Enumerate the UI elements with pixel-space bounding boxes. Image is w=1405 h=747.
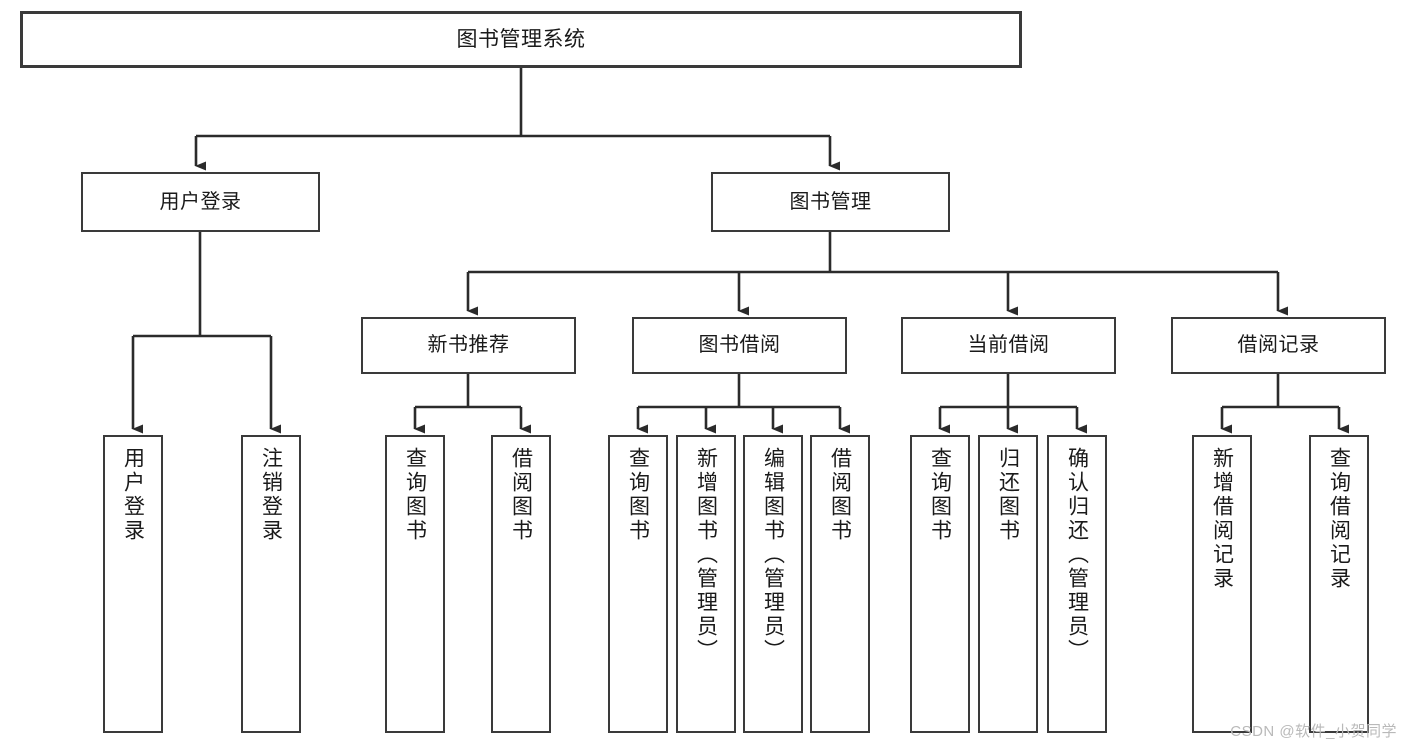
node-leaf-edit-book[interactable]: 编辑图书（管理员） <box>743 435 803 733</box>
node-current-borrow[interactable]: 当前借阅 <box>901 317 1116 374</box>
node-leaf-add-record-label: 新增借阅记录 <box>1210 447 1234 591</box>
node-leaf-user-login-label: 用户登录 <box>121 447 145 543</box>
node-leaf-query-book-1[interactable]: 查询图书 <box>385 435 445 733</box>
node-user-login-label: 用户登录 <box>159 190 242 213</box>
node-leaf-return-book-label: 归还图书 <box>996 447 1020 543</box>
node-borrow-record[interactable]: 借阅记录 <box>1171 317 1386 374</box>
node-leaf-query-book-3-label: 查询图书 <box>928 447 952 543</box>
node-root-system[interactable]: 图书管理系统 <box>20 11 1022 68</box>
node-leaf-add-book[interactable]: 新增图书（管理员） <box>676 435 736 733</box>
node-leaf-query-book-2[interactable]: 查询图书 <box>608 435 668 733</box>
node-leaf-query-book-3[interactable]: 查询图书 <box>910 435 970 733</box>
watermark-text: CSDN @软件_小贺同学 <box>1230 723 1397 740</box>
node-leaf-user-logout-label: 注销登录 <box>259 447 283 543</box>
node-leaf-borrow-book-1-label: 借阅图书 <box>509 447 533 543</box>
node-root-label: 图书管理系统 <box>456 27 586 51</box>
node-leaf-add-record[interactable]: 新增借阅记录 <box>1192 435 1252 733</box>
node-leaf-confirm-return[interactable]: 确认归还（管理员） <box>1047 435 1107 733</box>
node-user-login[interactable]: 用户登录 <box>81 172 320 232</box>
node-leaf-query-record[interactable]: 查询借阅记录 <box>1309 435 1369 733</box>
node-new-book-recommend-label: 新书推荐 <box>427 334 510 357</box>
node-leaf-add-book-label: 新增图书（管理员） <box>694 447 718 663</box>
node-leaf-edit-book-label: 编辑图书（管理员） <box>761 447 785 663</box>
node-leaf-query-record-label: 查询借阅记录 <box>1327 447 1351 591</box>
node-book-management-label: 图书管理 <box>789 190 872 213</box>
node-leaf-return-book[interactable]: 归还图书 <box>978 435 1038 733</box>
node-borrow-record-label: 借阅记录 <box>1237 334 1320 357</box>
node-leaf-query-book-1-label: 查询图书 <box>403 447 427 543</box>
node-leaf-user-login[interactable]: 用户登录 <box>103 435 163 733</box>
node-book-borrow-label: 图书借阅 <box>698 334 781 357</box>
node-leaf-borrow-book-2[interactable]: 借阅图书 <box>810 435 870 733</box>
node-new-book-recommend[interactable]: 新书推荐 <box>361 317 576 374</box>
node-leaf-confirm-return-label: 确认归还（管理员） <box>1065 447 1089 663</box>
node-leaf-borrow-book-2-label: 借阅图书 <box>828 447 852 543</box>
node-book-borrow[interactable]: 图书借阅 <box>632 317 847 374</box>
node-leaf-borrow-book-1[interactable]: 借阅图书 <box>491 435 551 733</box>
node-current-borrow-label: 当前借阅 <box>967 334 1050 357</box>
node-book-management[interactable]: 图书管理 <box>711 172 950 232</box>
node-leaf-user-logout[interactable]: 注销登录 <box>241 435 301 733</box>
node-leaf-query-book-2-label: 查询图书 <box>626 447 650 543</box>
